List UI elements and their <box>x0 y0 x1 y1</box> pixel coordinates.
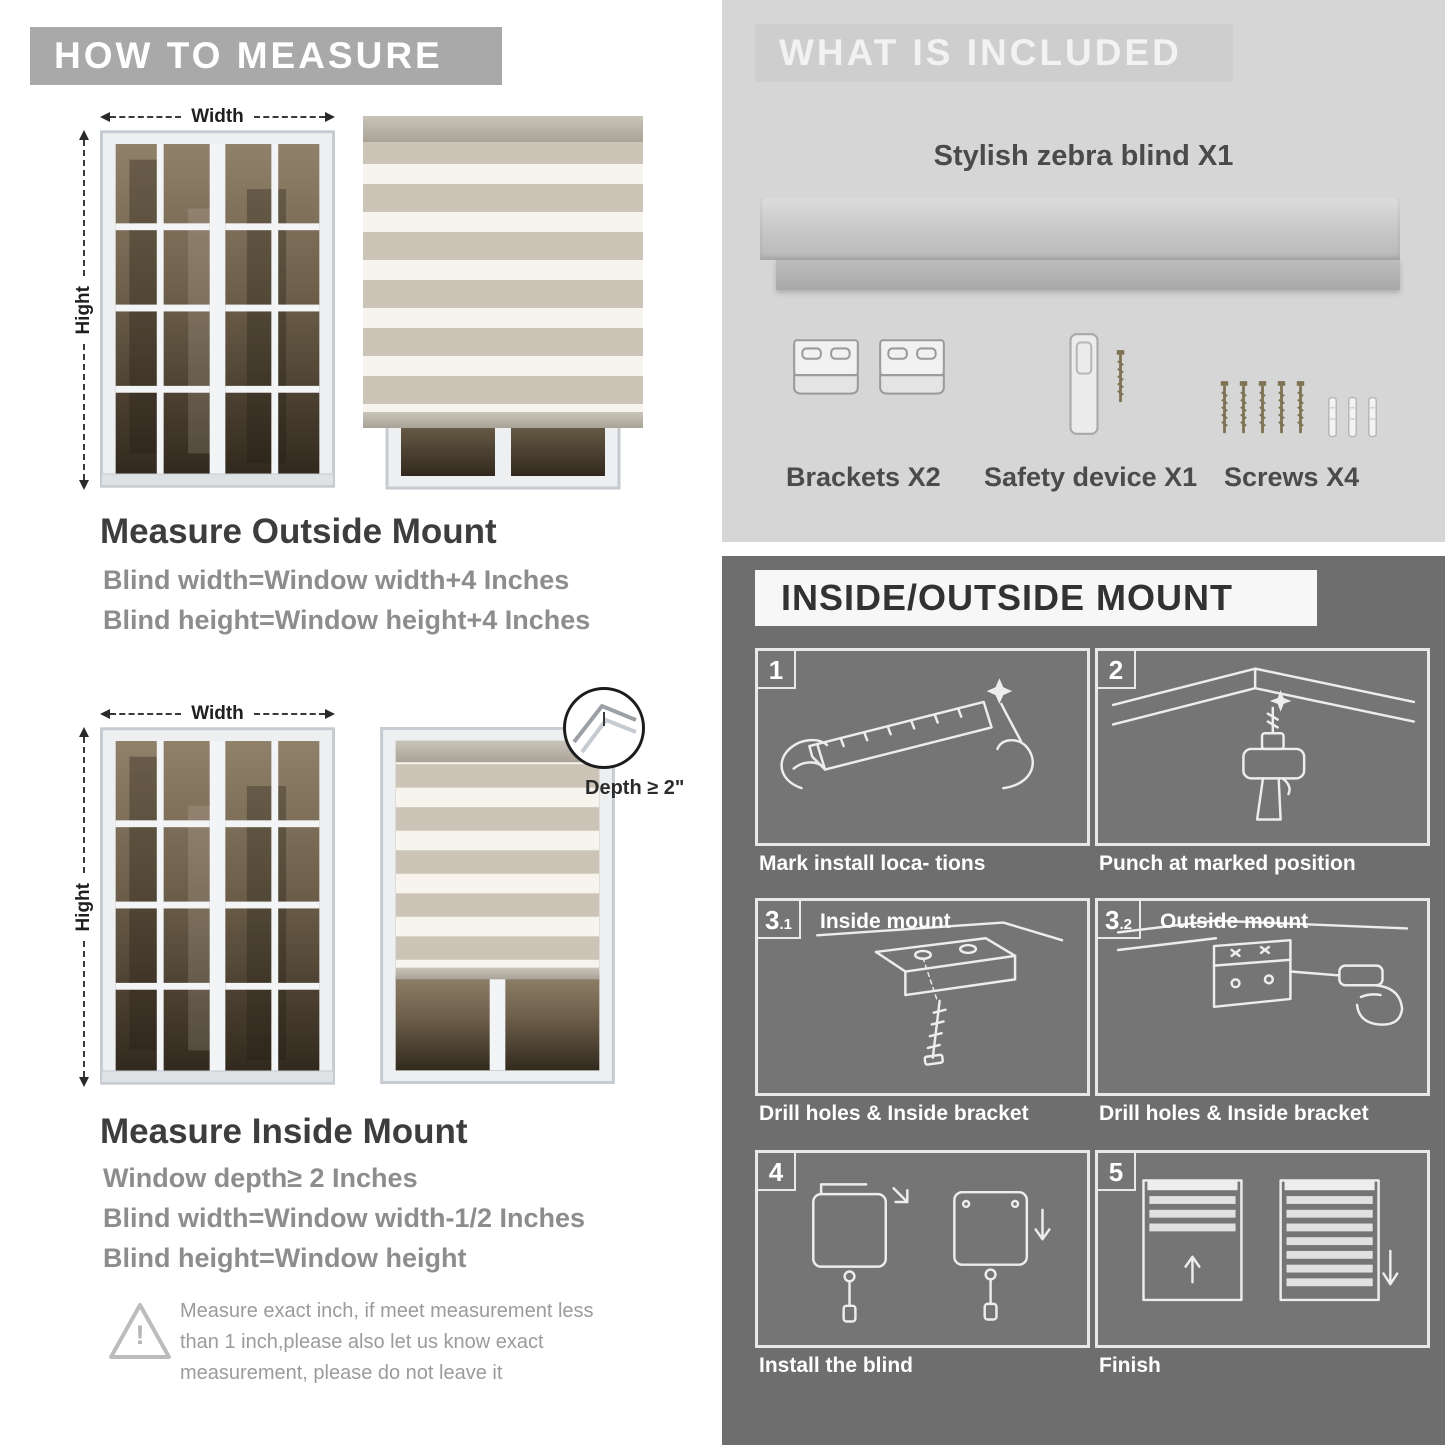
zebra-blind-outside-illustration <box>363 116 643 490</box>
width-arrow: Width <box>100 106 335 127</box>
how-to-measure-banner: HOW TO MEASURE <box>30 27 502 85</box>
what-is-included-section: WHAT IS INCLUDED Stylish zebra blind X1 <box>722 0 1445 542</box>
safety-device-label: Safety device X1 <box>984 462 1198 492</box>
bracket-icon <box>793 339 859 395</box>
arrow-left-icon <box>100 709 110 719</box>
what-is-included-banner: WHAT IS INCLUDED <box>755 24 1233 82</box>
outside-formula-width: Blind width=Window width+4 Inches <box>103 565 570 595</box>
step-panel-2: 2 <box>1095 648 1430 846</box>
arrow-left-icon <box>100 112 110 122</box>
arrow-down-icon <box>79 480 89 491</box>
step-panel-3-2: 3 .2 Outside mount <box>1095 898 1430 1096</box>
inside-mount-heading: Measure Inside Mount <box>100 1112 468 1151</box>
finish-illustration <box>1142 1179 1399 1302</box>
install-blind-illustration <box>812 1183 1051 1323</box>
window-illustration <box>100 130 335 488</box>
width-label: Width <box>191 106 244 127</box>
arrow-up-icon <box>79 130 89 140</box>
screw-icon <box>1296 381 1305 434</box>
screw-icon <box>1277 381 1286 434</box>
window-illustration <box>100 727 335 1085</box>
inside-formula-depth: Window depth≥ 2 Inches <box>103 1163 418 1193</box>
outside-mount-figure: Width Hight <box>73 100 650 500</box>
step-title: Inside mount <box>820 910 951 933</box>
height-label: Hight <box>73 882 94 932</box>
step-caption-3-1: Drill holes & Inside bracket <box>759 1102 1029 1125</box>
height-arrow: Hight <box>73 130 94 491</box>
screw-icon <box>1220 381 1229 434</box>
step-caption-2: Punch at marked position <box>1099 852 1356 875</box>
mark-locations-illustration <box>780 678 1034 790</box>
blind-headrail-lip <box>776 260 1400 290</box>
arrow-down-icon <box>79 1077 89 1088</box>
mount-title: INSIDE/OUTSIDE MOUNT <box>781 577 1234 618</box>
screws-label: Screws X4 <box>1224 462 1360 492</box>
inside-formula-width: Blind width=Window width-1/2 Inches <box>103 1203 586 1233</box>
drill-ceiling-illustration <box>1111 667 1416 821</box>
how-to-measure-title: HOW TO MEASURE <box>54 35 443 76</box>
step-panel-5: 5 <box>1095 1150 1430 1348</box>
step-panel-1: 1 <box>755 648 1090 846</box>
screw-icon <box>1116 350 1125 403</box>
width-arrow: Width <box>100 703 335 724</box>
blind-headrail-graphic <box>760 198 1400 260</box>
depth-detail-circle <box>563 687 645 769</box>
step-number: 3 .2 <box>1098 901 1141 939</box>
zebra-blind-inside-illustration <box>380 727 615 1084</box>
mount-instructions-section: INSIDE/OUTSIDE MOUNT <box>722 556 1445 1445</box>
wall-anchor-icon <box>1368 396 1377 438</box>
outside-formula-height: Blind height=Window height+4 Inches <box>103 605 591 635</box>
step-panel-3-1: 3 .1 Inside mount <box>755 898 1090 1096</box>
step-caption-3-2: Drill holes & Inside bracket <box>1099 1102 1369 1125</box>
bracket-icon <box>879 339 945 395</box>
exclamation-mark: ! <box>135 1320 145 1350</box>
wall-anchor-icon <box>1328 396 1337 438</box>
step-title: Outside mount <box>1160 910 1309 933</box>
step-number: 2 <box>1098 651 1136 689</box>
inside-mount-figure: Width Hight <box>73 687 684 1100</box>
step-number: 3 .1 <box>758 901 801 939</box>
step-number: 4 <box>758 1153 796 1191</box>
arrow-up-icon <box>79 727 89 737</box>
wall-anchor-icon <box>1348 396 1357 438</box>
safety-device-icon <box>1069 333 1099 435</box>
step-caption-1: Mark install loca- tions <box>759 852 986 875</box>
window-corner-detail-icon <box>572 703 637 754</box>
mount-banner: INSIDE/OUTSIDE MOUNT <box>755 570 1317 626</box>
outside-bracket-illustration <box>1116 919 1409 1026</box>
inside-formula-height: Blind height=Window height <box>103 1243 467 1273</box>
arrow-right-icon <box>325 709 335 719</box>
step-panel-4: 4 <box>755 1150 1090 1348</box>
depth-label: Depth ≥ 2" <box>585 777 685 799</box>
step-number: 1 <box>758 651 796 689</box>
step-caption-4: Install the blind <box>759 1354 914 1377</box>
brackets-label: Brackets X2 <box>786 462 941 492</box>
screw-icon <box>1258 381 1267 434</box>
height-label: Hight <box>73 285 94 335</box>
width-label: Width <box>191 703 244 724</box>
height-arrow: Hight <box>73 727 94 1088</box>
warning-triangle-icon: ! <box>106 1300 174 1362</box>
step-number: 5 <box>1098 1153 1136 1191</box>
screw-icon <box>1239 381 1248 434</box>
measurement-note: Measure exact inch, if meet measurement … <box>180 1300 594 1384</box>
inside-bracket-illustration <box>815 921 1064 1066</box>
product-title: Stylish zebra blind X1 <box>933 140 1234 172</box>
arrow-right-icon <box>325 112 335 122</box>
outside-mount-heading: Measure Outside Mount <box>100 512 497 551</box>
step-caption-5: Finish <box>1099 1354 1161 1377</box>
what-is-included-title: WHAT IS INCLUDED <box>779 32 1182 73</box>
